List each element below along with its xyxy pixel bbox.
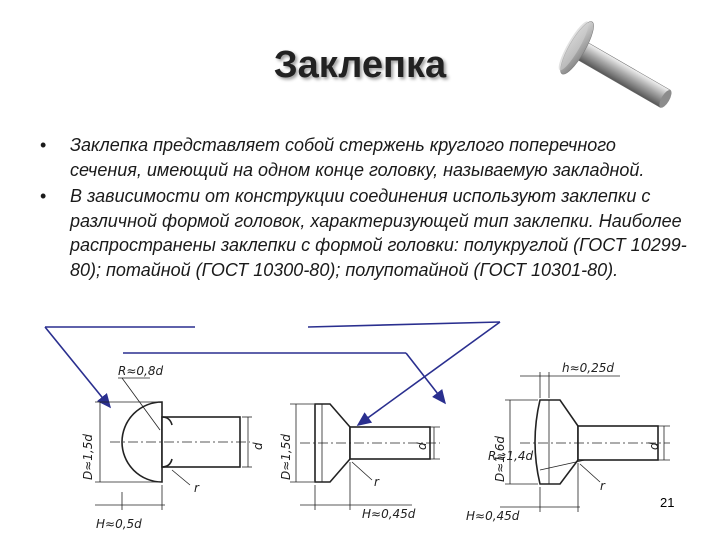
semi-countersunk-fillet-label: r bbox=[600, 479, 606, 493]
slide-title: Заклепка bbox=[273, 44, 447, 86]
bullet-text: В зависимости от конструкции соединения … bbox=[70, 186, 687, 280]
arrow-to-countersunk bbox=[307, 321, 501, 426]
round-head-shank-label: d bbox=[251, 442, 265, 450]
round-head-radius-label: R≈0,8d bbox=[118, 364, 163, 378]
round-head-height-label: H≈0,5d bbox=[96, 517, 142, 531]
round-head-diameter-label: D≈1,5d bbox=[81, 434, 95, 480]
semi-countersunk-radius-label: R≈1,4d bbox=[488, 449, 533, 463]
rivet-drawings: R≈0,8d H≈0,5d D≈1,5d d r H≈0,45d D≈1,5d … bbox=[81, 361, 670, 531]
semi-countersunk-shank-label: d bbox=[647, 442, 661, 450]
bullet-item: • В зависимости от конструкции соединени… bbox=[40, 184, 690, 282]
countersunk-diameter-label: D≈1,5d bbox=[279, 434, 293, 480]
page-number: 21 bbox=[660, 495, 675, 510]
rivet-3d-illustration bbox=[558, 21, 672, 108]
arrow-to-semi-countersunk bbox=[123, 352, 446, 405]
semi-countersunk-drawing bbox=[500, 372, 670, 512]
countersunk-height-label: H≈0,45d bbox=[362, 507, 416, 521]
countersunk-fillet-label: r bbox=[374, 475, 380, 489]
bullet-item: • Заклепка представляет собой стержень к… bbox=[40, 133, 690, 182]
bullet-marker: • bbox=[40, 135, 47, 155]
bullet-text: Заклепка представляет собой стержень кру… bbox=[70, 135, 645, 180]
semi-countersunk-diameter-label: D≈1,6d bbox=[493, 436, 507, 482]
bullet-list: • Заклепка представляет собой стержень к… bbox=[40, 133, 690, 284]
arrow-to-round-head bbox=[44, 326, 195, 409]
bullet-marker: • bbox=[40, 186, 47, 206]
countersunk-drawing bbox=[290, 403, 440, 510]
countersunk-shank-label: d bbox=[415, 442, 429, 450]
semi-countersunk-height-label: H≈0,45d bbox=[466, 509, 520, 523]
semi-countersunk-top-label: h≈0,25d bbox=[562, 361, 614, 375]
round-head-fillet-label: r bbox=[194, 481, 200, 495]
round-head-drawing bbox=[95, 377, 252, 510]
